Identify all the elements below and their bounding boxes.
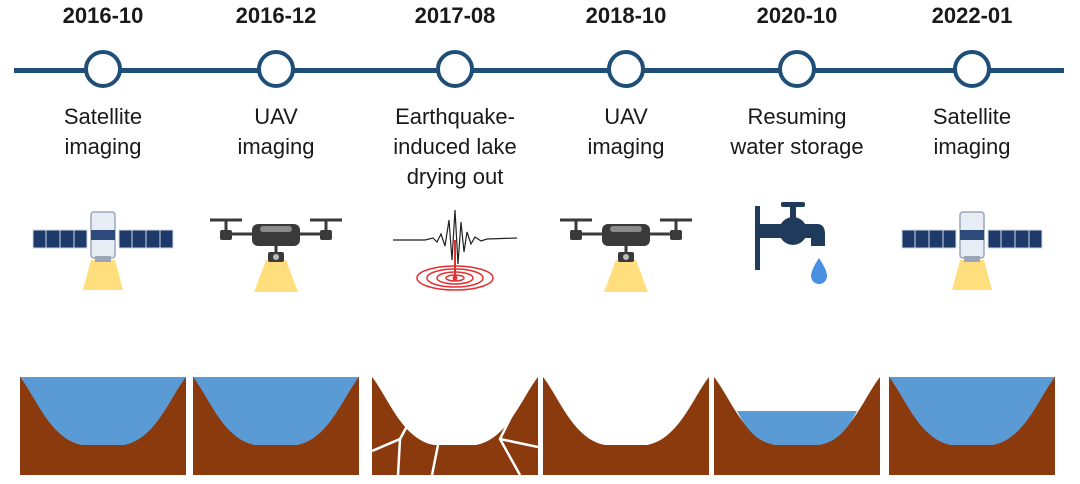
- satellite-icon: [32, 211, 174, 290]
- event-date: 2016-10: [62, 3, 144, 28]
- lake-basin-full: [193, 377, 359, 475]
- satellite-icon: [901, 211, 1043, 290]
- lake-basin-full: [20, 377, 186, 475]
- lake-basin-empty: [543, 377, 709, 475]
- lake-basin-partial: [714, 377, 880, 475]
- timeline-node: [778, 50, 816, 88]
- timeline-node: [257, 50, 295, 88]
- drone-icon: [560, 218, 692, 292]
- lake-basin-cracked: [372, 377, 538, 475]
- event-label: UAV imaging: [237, 104, 315, 159]
- event-label: Satellite imaging: [932, 104, 1012, 159]
- earthquake-icon: [393, 209, 518, 291]
- event-date: 2022-01: [931, 3, 1013, 28]
- event-label: UAV imaging: [587, 104, 665, 159]
- timeline-node: [84, 50, 122, 88]
- event-date: 2020-10: [756, 3, 838, 28]
- event-date: 2016-12: [235, 3, 317, 28]
- event-label: Resuming water storage: [730, 104, 864, 159]
- lake-basin-full: [889, 377, 1055, 475]
- water-tap-icon: [755, 202, 827, 284]
- timeline-node: [607, 50, 645, 88]
- timeline-line: [14, 68, 1064, 73]
- event-date: 2017-08: [414, 3, 496, 28]
- event-label: Earthquake- induced lake drying out: [393, 104, 517, 189]
- timeline-node: [436, 50, 474, 88]
- event-label: Satellite imaging: [63, 104, 143, 159]
- drone-icon: [210, 218, 342, 292]
- event-date: 2018-10: [585, 3, 667, 28]
- timeline-node: [953, 50, 991, 88]
